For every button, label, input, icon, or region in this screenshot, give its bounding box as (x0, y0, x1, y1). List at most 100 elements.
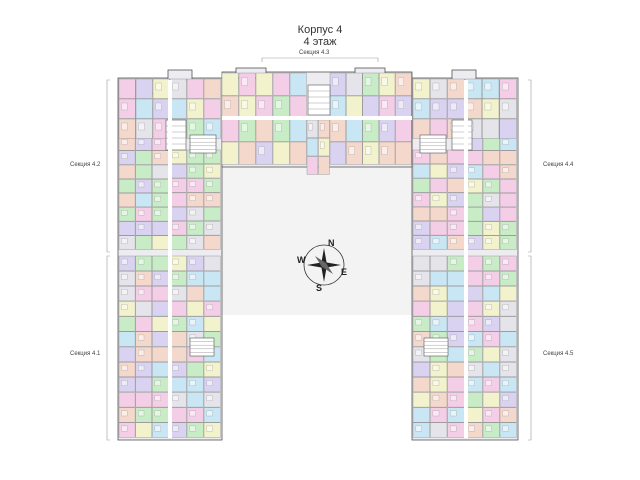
room-partition (432, 410, 440, 417)
room (135, 150, 152, 165)
room-partition (138, 410, 145, 417)
room (499, 118, 517, 139)
room (482, 150, 500, 165)
room-partition (206, 395, 213, 401)
room-partition (206, 122, 213, 131)
room (255, 72, 273, 96)
room-partition (121, 274, 128, 280)
room (135, 164, 152, 179)
room-partition (206, 152, 213, 159)
room-partition (468, 167, 475, 173)
room (169, 301, 187, 317)
room (306, 138, 319, 157)
room (412, 164, 430, 179)
room (329, 141, 347, 165)
room-partition (502, 82, 509, 91)
room-partition (502, 304, 509, 310)
room-partition (468, 365, 475, 371)
room (135, 98, 153, 119)
room (306, 156, 319, 175)
room-partition (320, 141, 325, 149)
wing (451, 69, 477, 81)
room-partition (154, 181, 161, 188)
compass-s: S (316, 283, 322, 293)
room (169, 192, 187, 207)
room-partition (206, 410, 213, 417)
room-partition (320, 123, 325, 131)
room-partition (365, 146, 372, 155)
room-partition (172, 181, 179, 187)
room (169, 98, 187, 119)
room-partition (138, 365, 145, 371)
room-partition (241, 77, 248, 86)
room (465, 255, 483, 271)
room-partition (485, 319, 492, 326)
stair-core (307, 84, 331, 116)
room-partition (468, 334, 475, 341)
room (169, 331, 187, 347)
room (203, 286, 221, 302)
room-partition (485, 196, 492, 202)
room (346, 118, 363, 142)
room (465, 207, 483, 222)
room (221, 141, 239, 165)
room-partition (485, 224, 492, 230)
room (135, 235, 152, 250)
room-partition (415, 319, 422, 326)
room-partition (432, 82, 440, 91)
room (430, 221, 448, 236)
room-partition (172, 224, 179, 230)
room-partition (485, 380, 492, 386)
room-partition (189, 195, 196, 201)
room-partition (484, 102, 492, 111)
wing (167, 69, 193, 81)
section-label-4-3: Секция 4.3 (299, 50, 330, 56)
room-partition (206, 195, 213, 201)
room-partition (381, 77, 388, 86)
room (152, 221, 169, 236)
room-partition (397, 77, 404, 86)
room (430, 271, 448, 287)
room (135, 422, 152, 438)
room-partition (502, 102, 509, 111)
room (346, 95, 363, 119)
stair-core (419, 134, 447, 154)
room-partition (415, 425, 422, 432)
room (447, 377, 465, 393)
room-partition (450, 195, 457, 201)
room-partition (450, 410, 457, 417)
room-partition (348, 146, 355, 155)
stair-core (189, 337, 215, 357)
room (318, 156, 330, 175)
room-partition (189, 152, 196, 159)
room-partition (502, 224, 509, 230)
room (465, 407, 483, 423)
room-partition (450, 224, 457, 230)
room (118, 193, 136, 208)
room-partition (206, 365, 213, 371)
room-partition (485, 181, 492, 188)
room-partition (155, 102, 162, 111)
room-partition (485, 238, 492, 244)
room (395, 118, 412, 142)
room (447, 271, 465, 287)
room-partition (450, 258, 457, 265)
room (169, 377, 187, 393)
room (152, 346, 169, 362)
room-partition (121, 102, 128, 111)
room-partition (485, 304, 492, 310)
room-partition (189, 102, 196, 111)
room (135, 392, 152, 408)
room-partition (189, 238, 196, 244)
room (203, 235, 221, 250)
room (482, 392, 500, 408)
room-partition (381, 100, 388, 109)
room (203, 316, 221, 332)
room (412, 392, 430, 408)
room-partition (189, 209, 196, 216)
room-partition (138, 139, 145, 145)
room-partition (381, 146, 388, 155)
room (221, 72, 239, 96)
room-partition (224, 100, 231, 109)
room-partition (432, 195, 440, 201)
